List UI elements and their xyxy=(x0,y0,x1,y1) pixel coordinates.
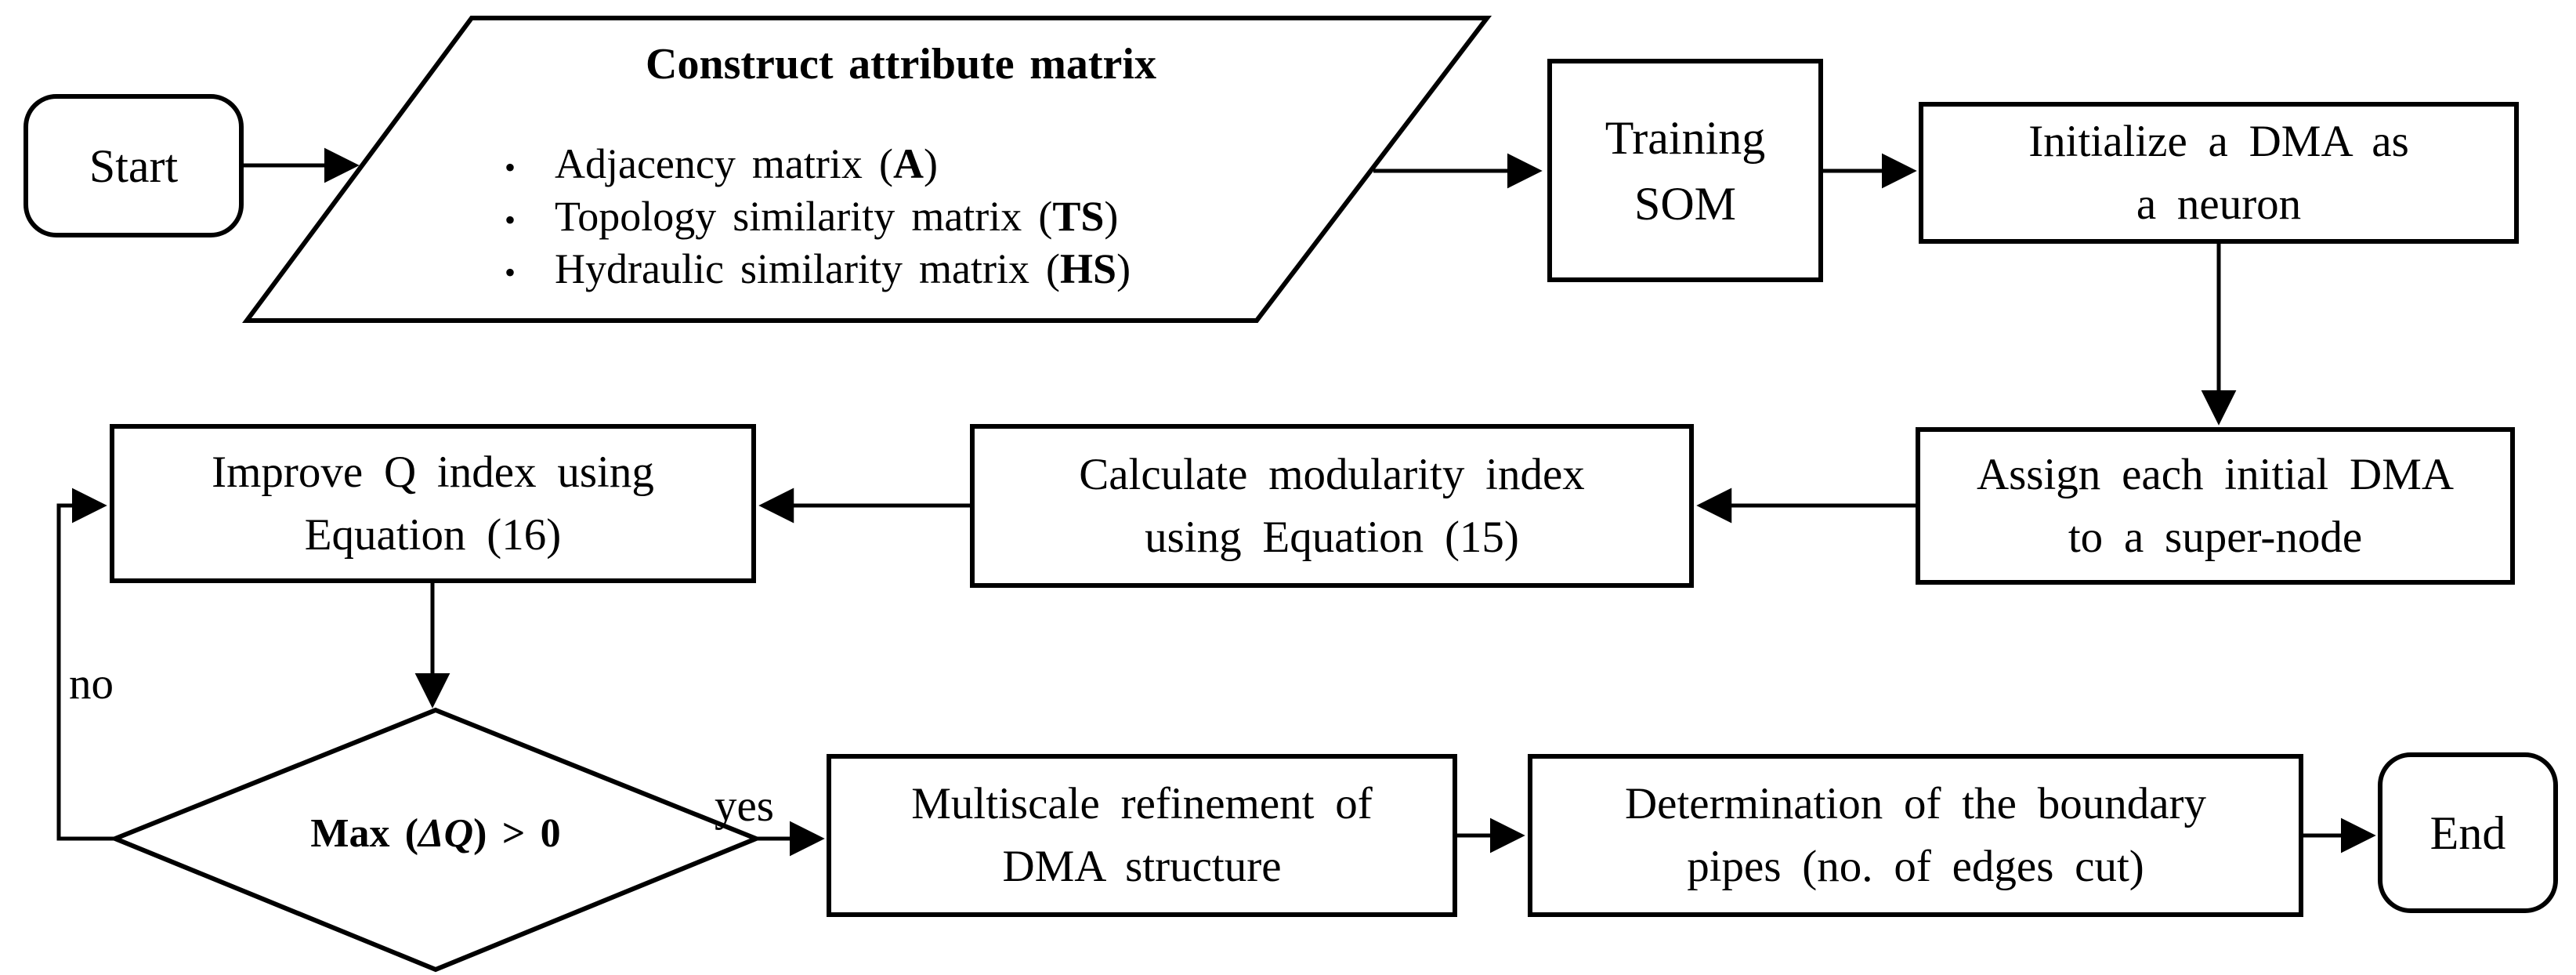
node-line: a neuron xyxy=(2136,179,2302,229)
node-line: Multiscale refinement of xyxy=(911,779,1373,829)
branch-label-no: no xyxy=(69,659,114,709)
node-line: Initialize a DMA as xyxy=(2028,116,2409,166)
node-line: SOM xyxy=(1634,177,1737,230)
node-line: Assign each initial DMA xyxy=(1976,449,2455,499)
bullet-item-topology: • Topology similarity matrix (TS) xyxy=(505,192,1131,245)
assign-supernode-node: Assign each initial DMA to a super-node xyxy=(1916,427,2515,585)
end-node: End xyxy=(2378,752,2558,913)
node-line: Calculate modularity index xyxy=(1079,449,1585,499)
bullet-item-hydraulic: • Hydraulic similarity matrix (HS) xyxy=(505,245,1131,297)
node-line: Improve Q index using xyxy=(212,447,654,497)
decision-diamond xyxy=(109,707,762,973)
bullet-icon: • xyxy=(505,202,516,237)
node-line: to a super-node xyxy=(2068,512,2363,562)
bullet-text: Hydraulic similarity matrix (HS) xyxy=(555,245,1131,292)
bullet-icon: • xyxy=(505,255,516,290)
node-line: Determination of the boundary xyxy=(1625,779,2206,829)
training-som-node: Training SOM xyxy=(1547,59,1823,282)
bullet-icon: • xyxy=(505,150,516,185)
decision-label: Max (ΔQ) > 0 xyxy=(310,811,561,856)
initialize-dma-node: Initialize a DMA as a neuron xyxy=(1919,102,2519,244)
boundary-pipes-node: Determination of the boundary pipes (no.… xyxy=(1528,754,2303,917)
branch-label-yes: yes xyxy=(715,781,774,831)
calculate-modularity-node: Calculate modularity index using Equatio… xyxy=(970,424,1694,588)
start-node: Start xyxy=(24,94,244,237)
node-line: DMA structure xyxy=(1002,842,1282,891)
attribute-matrix-title: Construct attribute matrix xyxy=(646,40,1156,89)
node-line: pipes (no. of edges cut) xyxy=(1687,842,2144,891)
node-line: using Equation (15) xyxy=(1145,512,1519,562)
improve-q-index-node: Improve Q index using Equation (16) xyxy=(110,424,756,583)
node-line: Training xyxy=(1605,111,1766,164)
bullet-item-adjacency: • Adjacency matrix (A) xyxy=(505,140,1131,192)
node-line: Equation (16) xyxy=(304,509,562,560)
start-label: Start xyxy=(89,140,179,192)
bullet-text: Adjacency matrix (A) xyxy=(555,140,938,187)
end-label: End xyxy=(2429,806,2506,859)
multiscale-refinement-node: Multiscale refinement of DMA structure xyxy=(827,754,1457,917)
bullet-text: Topology similarity matrix (TS) xyxy=(555,193,1119,240)
attribute-matrix-bullet-list: • Adjacency matrix (A) • Topology simila… xyxy=(505,140,1131,297)
attribute-matrix-parallelogram xyxy=(242,16,1492,323)
connector-no-loop xyxy=(56,488,115,841)
